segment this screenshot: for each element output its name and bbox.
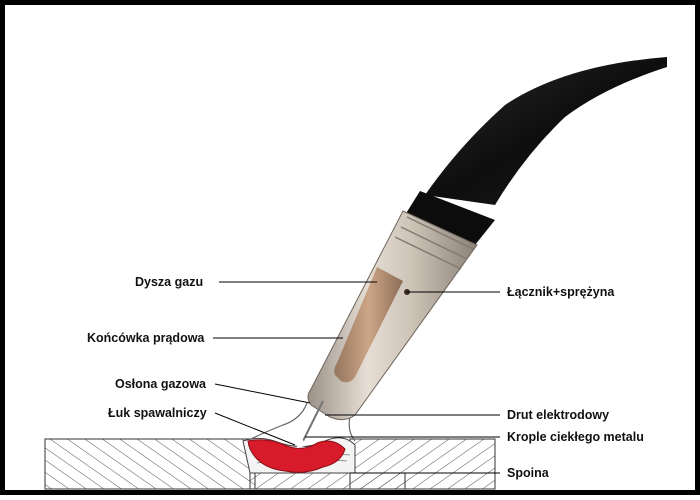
leader-arc xyxy=(214,412,296,446)
label-gas-shield: Osłona gazowa xyxy=(115,377,207,391)
cable-sleeve xyxy=(405,191,495,245)
leader-lines xyxy=(213,281,500,474)
gas-shield-envelope xyxy=(250,402,356,442)
label-contact-tip: Końcówka prądowa xyxy=(87,331,205,345)
label-welding-arc: Łuk spawalniczy xyxy=(108,406,207,420)
label-electrode-wire: Drut elektrodowy xyxy=(507,408,609,422)
label-molten-droplets: Krople ciekłego metalu xyxy=(507,430,644,444)
leader-gas-shield xyxy=(214,383,311,404)
label-weld: Spoina xyxy=(507,466,550,480)
label-gas-nozzle: Dysza gazu xyxy=(135,275,203,289)
weld-pool xyxy=(247,439,346,473)
welding-arc xyxy=(296,438,307,448)
torch-cable xyxy=(425,57,667,205)
welding-torch-diagram: Dysza gazu Końcówka prądowa Osłona gazow… xyxy=(44,57,667,490)
gas-nozzle xyxy=(307,210,478,421)
label-connector-spring: Łącznik+sprężyna xyxy=(507,285,615,299)
electrode-wire xyxy=(302,400,324,442)
